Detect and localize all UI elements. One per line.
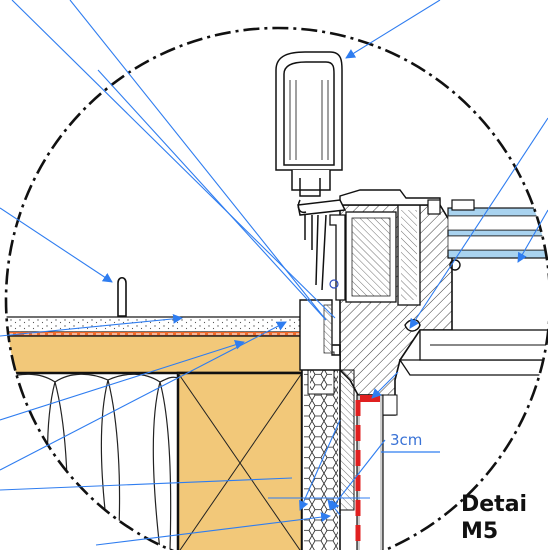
dimension-3cm: 3cm bbox=[381, 431, 440, 453]
sill-profile bbox=[299, 299, 341, 371]
detail-title-line1: Detai bbox=[461, 492, 528, 517]
detail-title: Detai M5 bbox=[461, 491, 527, 545]
louver-profile bbox=[275, 51, 347, 291]
dimension-label: 3cm bbox=[390, 431, 422, 449]
detail-boundary-circle bbox=[4, 26, 548, 550]
soft-insulation bbox=[6, 373, 179, 550]
roof-insulation-slab bbox=[6, 335, 303, 374]
drawing-content bbox=[6, 51, 548, 550]
glass-unit bbox=[447, 199, 548, 271]
detail-title-line2: M5 bbox=[461, 519, 499, 544]
